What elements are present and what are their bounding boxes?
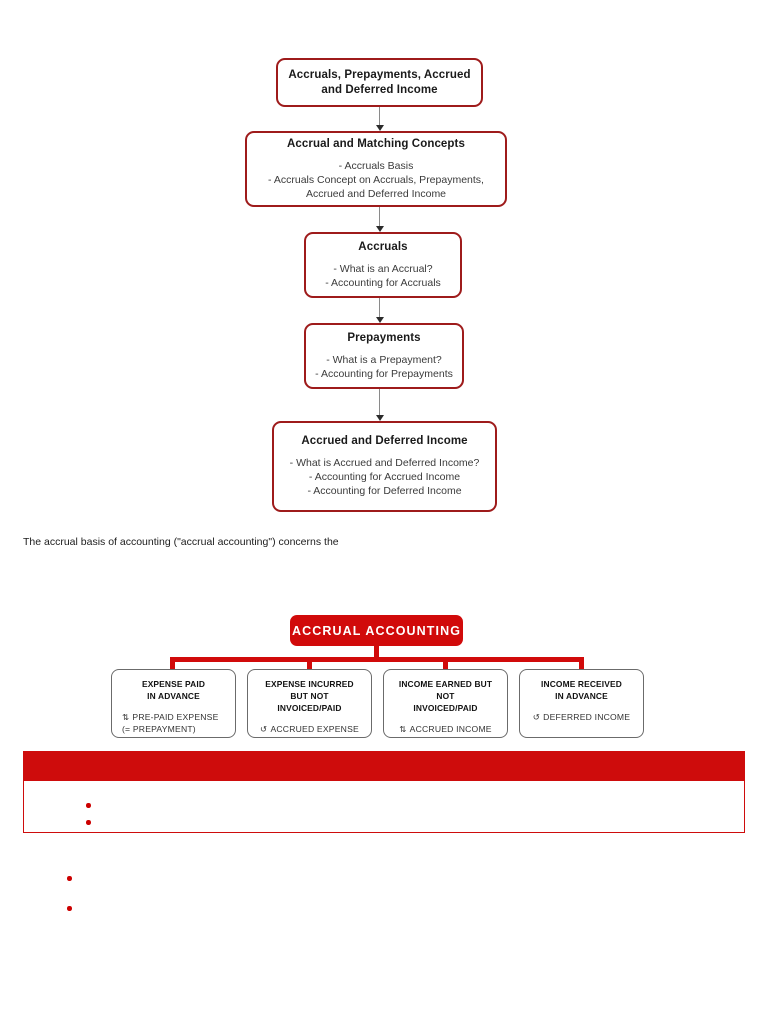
leaf-result: ⇅ACCRUED INCOME (390, 723, 501, 735)
arrow-result-icon: ⇅ (399, 723, 407, 734)
title-line: EXPENSE INCURRED (265, 679, 354, 689)
body-line: Accrued and Deferred Income (305, 187, 447, 200)
body-line: - What is a Prepayment? (326, 353, 442, 366)
result-line: DEFERRED INCOME (543, 711, 631, 722)
bullet-dot-icon (67, 906, 72, 911)
arrow-head-icon (375, 317, 384, 323)
arrow-shaft (378, 207, 381, 226)
title-line: Accrued and Deferred Income (301, 435, 468, 448)
flow-node-prepayments: Prepayments - What is a Prepayment? - Ac… (304, 323, 464, 389)
body-line: - Accounting for Accruals (325, 276, 441, 289)
body-line: - What is an Accrual? (333, 262, 433, 275)
red-banner (23, 751, 745, 781)
title-line: IN ADVANCE (147, 690, 200, 701)
leaf-expense-incurred-not-invoiced: EXPENSE INCURRED BUT NOT INVOICED/PAID ↺… (247, 669, 372, 738)
page-bullet-2 (67, 906, 81, 911)
connector-drop-2 (307, 657, 312, 670)
leaf-result: ↺ACCRUED EXPENSE (254, 723, 365, 735)
flow-node-body: - What is Accrued and Deferred Income? -… (290, 456, 480, 499)
callout-bullet-2 (86, 820, 100, 825)
result-first-line: ⇅PRE-PAID EXPENSE (122, 711, 229, 723)
body-line: - Accounting for Accrued Income (308, 471, 461, 484)
flow-node-title: Prepayments (347, 331, 420, 346)
callout-bullet-1 (86, 803, 100, 808)
flow-node-title: Accruals, Prepayments, Accrued and Defer… (288, 68, 470, 97)
title-line: INCOME RECEIVED (541, 679, 622, 689)
body-line: - What is Accrued and Deferred Income? (289, 457, 480, 470)
arrow-shaft (378, 298, 381, 317)
body-line: - Accruals Basis (338, 159, 414, 172)
bullet-dot-icon (86, 820, 91, 825)
body-paragraph: The accrual basis of accounting ("accrua… (23, 536, 339, 548)
leaf-title: EXPENSE PAID IN ADVANCE (118, 679, 229, 703)
flow-node-accrual-matching: Accrual and Matching Concepts - Accruals… (245, 131, 507, 207)
accrual-accounting-header: ACCRUAL ACCOUNTING (290, 615, 463, 646)
arrow-shaft (378, 107, 381, 125)
arrow-head-icon (375, 415, 384, 421)
leaf-title: INCOME EARNED BUT NOT INVOICED/PAID (390, 679, 501, 715)
body-line: - Accruals Concept on Accruals, Prepayme… (268, 173, 484, 186)
leaf-income-received-in-advance: INCOME RECEIVED IN ADVANCE ↺DEFERRED INC… (519, 669, 644, 738)
result-first-line: ↺ACCRUED EXPENSE (254, 723, 365, 735)
flow-arrow-4 (375, 389, 384, 421)
arrow-result-icon: ↺ (260, 723, 268, 734)
arrow-result-icon: ⇅ (122, 711, 130, 722)
leaf-title: INCOME RECEIVED IN ADVANCE (526, 679, 637, 703)
title-line: IN ADVANCE (555, 690, 608, 701)
title-line: BUT NOT (290, 690, 329, 701)
flow-node-body: - What is an Accrual? - Accounting for A… (325, 262, 441, 290)
flow-node-accrued-deferred-income: Accrued and Deferred Income - What is Ac… (272, 421, 497, 512)
connector-horizontal-bus (170, 657, 584, 662)
page-bullet-1 (67, 876, 81, 881)
title-line: EXPENSE PAID (141, 679, 206, 689)
title-line: Accruals (358, 240, 408, 253)
arrow-head-icon (375, 125, 384, 131)
title-line: Accruals, Prepayments, Accrued (288, 68, 471, 81)
flow-node-body: - What is a Prepayment? - Accounting for… (315, 353, 453, 381)
result-line: ACCRUED EXPENSE (270, 723, 359, 734)
leaf-result: ⇅PRE-PAID EXPENSE (= PREPAYMENT) (118, 711, 229, 735)
title-line: NOT (436, 690, 455, 701)
title-line: INVOICED/PAID (413, 702, 478, 713)
connector-drop-1 (170, 657, 175, 670)
flow-arrow-3 (375, 298, 384, 323)
flow-node-title: Accrued and Deferred Income (301, 434, 467, 449)
title-line: INCOME EARNED BUT (398, 679, 493, 689)
flow-node-overview: Accruals, Prepayments, Accrued and Defer… (276, 58, 483, 107)
flow-node-accruals: Accruals - What is an Accrual? - Account… (304, 232, 462, 298)
result-line: PRE-PAID EXPENSE (132, 711, 219, 722)
leaf-title: EXPENSE INCURRED BUT NOT INVOICED/PAID (254, 679, 365, 715)
arrow-head-icon (375, 226, 384, 232)
title-line: INVOICED/PAID (277, 702, 342, 713)
bullet-dot-icon (86, 803, 91, 808)
bullet-dot-icon (67, 876, 72, 881)
result-line: ACCRUED INCOME (409, 723, 492, 734)
body-line: - Accounting for Deferred Income (307, 485, 462, 498)
title-line: and Deferred Income (321, 83, 438, 96)
connector-drop-4 (579, 657, 584, 670)
connector-header-drop (374, 646, 379, 660)
result-first-line: ⇅ACCRUED INCOME (390, 723, 501, 735)
title-line: Prepayments (347, 331, 421, 344)
leaf-expense-paid-in-advance: EXPENSE PAID IN ADVANCE ⇅PRE-PAID EXPENS… (111, 669, 236, 738)
connector-drop-3 (443, 657, 448, 670)
flow-arrow-1 (375, 107, 384, 131)
leaf-income-earned-not-invoiced: INCOME EARNED BUT NOT INVOICED/PAID ⇅ACC… (383, 669, 508, 738)
title-line: Accrual and Matching Concepts (287, 137, 465, 150)
flow-arrow-2 (375, 207, 384, 232)
leaf-result: ↺DEFERRED INCOME (526, 711, 637, 723)
flow-node-title: Accrual and Matching Concepts (287, 137, 465, 152)
arrow-result-icon: ↺ (532, 711, 541, 722)
arrow-shaft (378, 389, 381, 415)
flow-node-title: Accruals (358, 240, 407, 255)
callout-box (23, 781, 745, 833)
result-line: (= PREPAYMENT) (122, 723, 196, 734)
body-line: - Accounting for Prepayments (315, 367, 453, 380)
chapter-outline-flowchart: Accruals, Prepayments, Accrued and Defer… (245, 58, 507, 512)
result-first-line: ↺DEFERRED INCOME (526, 711, 637, 723)
flow-node-body: - Accruals Basis - Accruals Concept on A… (268, 159, 484, 202)
